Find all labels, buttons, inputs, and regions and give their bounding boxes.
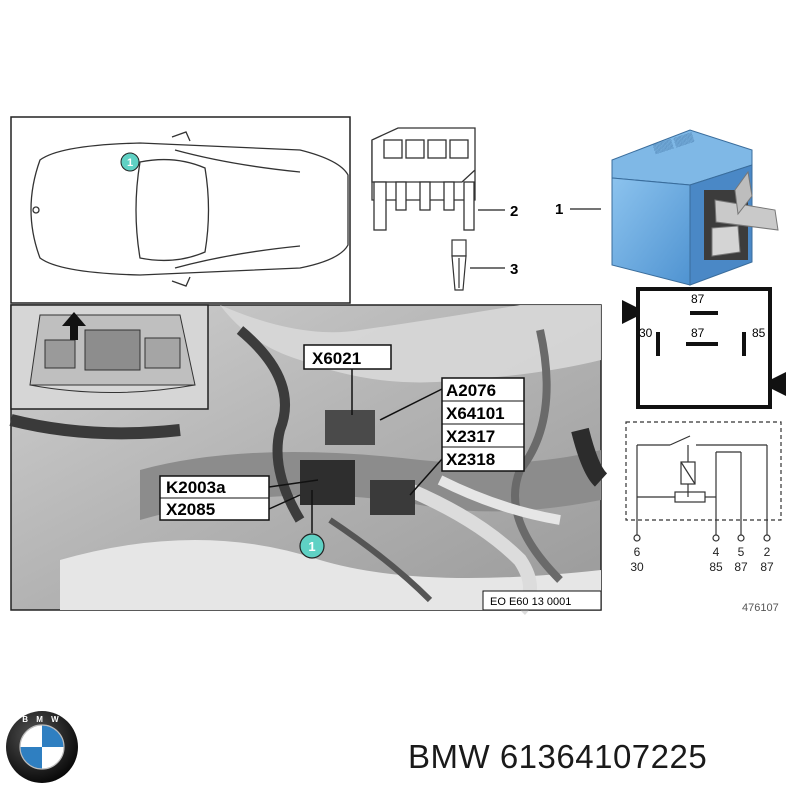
label-group-a2076: A2076 X64101 X2317 X2318 [379,377,525,496]
product-title: BMW 61364107225 [408,738,707,776]
installation-photo: X6021 A2076 X64101 X2317 X2318 K2003a X2… [9,304,608,615]
pin-label-left: 30 [639,326,653,340]
schematic-pin-term: 85 [709,560,723,574]
schematic-pin-term: 87 [760,560,774,574]
label-x2317: X2317 [446,427,495,446]
photo-caption: EO E60 13 0001 [482,590,602,611]
schematic-pin-term: 87 [734,560,748,574]
relay-socket [371,127,476,231]
car-location-panel: 1 [10,116,351,304]
callout-marker-car-label: 1 [127,157,133,169]
label-k2003a: K2003a [166,478,226,497]
schematic-pin-num: 4 [713,545,720,559]
relay-terminal [451,239,467,291]
car-outline [30,131,349,287]
callout-marker-car: 1 [120,152,140,172]
label-x64101: X64101 [446,404,505,423]
callout-marker-photo: 1 [299,490,325,559]
label-group-k2003a: K2003a X2085 [159,475,319,521]
engine-bay-inset [10,304,209,410]
svg-text:B M W: B M W [22,715,61,724]
bmw-logo: B M W [6,711,78,783]
schematic-pin-term: 30 [630,560,644,574]
schematic-pin-num: 6 [634,545,641,559]
schematic-pin-labels: 6 30 4 85 5 87 2 87 [630,545,774,574]
callout-relay: 1 [555,201,563,218]
figure-id: 476107 [742,602,779,614]
callout-marker-photo-label: 1 [308,539,315,554]
label-x6021: X6021 [303,344,392,415]
callout-terminal: 3 [510,261,518,278]
part-number: 61364107225 [499,738,708,775]
photo-caption-text: EO E60 13 0001 [490,596,571,608]
label-x6021-text: X6021 [312,349,361,368]
schematic-pin-num: 2 [764,545,771,559]
relay-photo: ▒▒▒ ▒▒▒ [611,129,779,286]
brand-name: BMW [408,738,491,775]
schematic-pin-num: 5 [738,545,745,559]
pin-label-right: 85 [752,326,766,340]
label-x2085: X2085 [166,500,215,519]
label-x2318: X2318 [446,450,495,469]
relay-schematic [625,421,782,542]
label-a2076: A2076 [446,381,496,400]
relay-pinout: 87 30 87 85 [622,287,786,409]
pin-label-center: 87 [691,326,705,340]
callout-socket: 2 [510,203,518,220]
pin-label-top: 87 [691,292,705,306]
